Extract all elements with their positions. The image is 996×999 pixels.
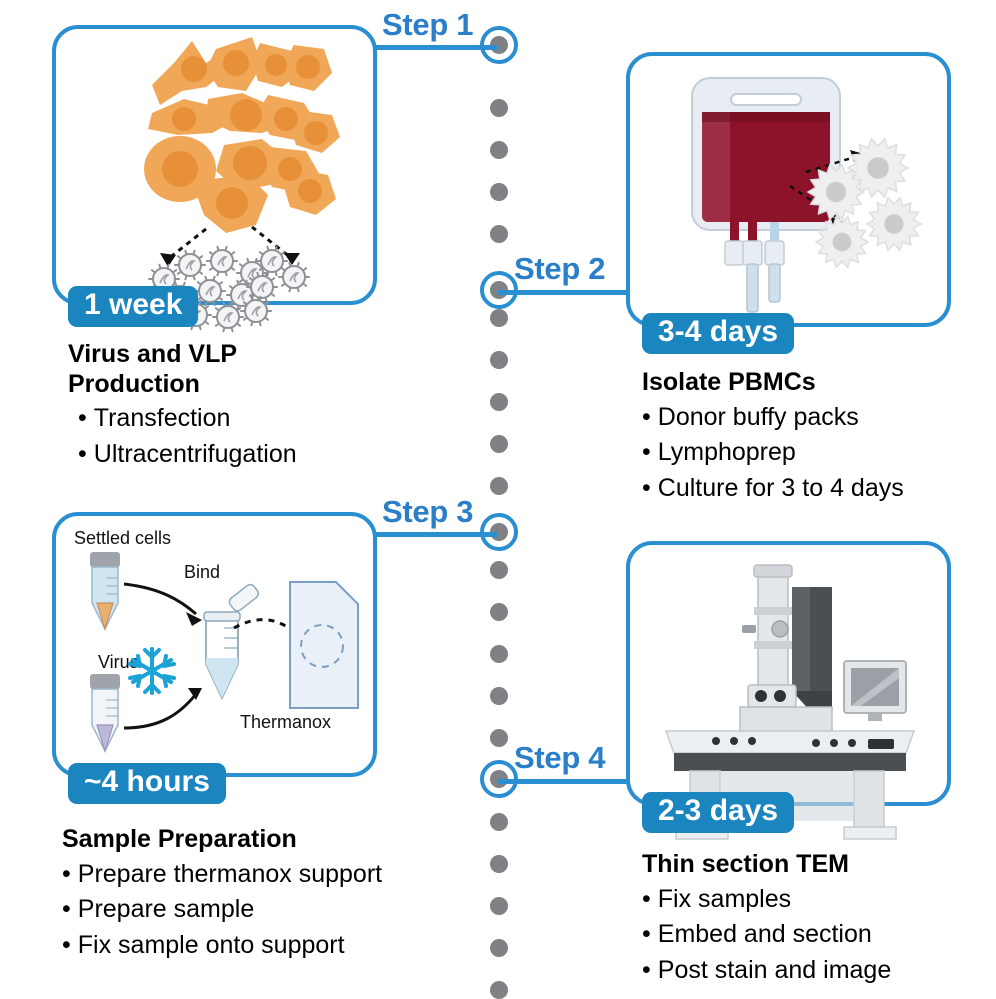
caption-bullets-1: Transfection Ultracentrifugation (78, 401, 468, 472)
badge-step-4: 2-3 days (642, 792, 795, 834)
caption-bullets-3: Prepare thermanox support Prepare sample… (62, 857, 492, 964)
badge-step-2: 3-4 days (642, 313, 795, 355)
thermanox-coupon (289, 581, 359, 709)
list-item: Fix samples (642, 882, 992, 918)
tube-virus (90, 674, 120, 754)
caption-bullets-4: Fix samples Embed and section Post stain… (642, 882, 992, 989)
caption-step-4: Thin section TEM Fix samples Embed and s… (642, 850, 992, 988)
list-item: Post stain and image (642, 953, 992, 989)
connector-step-3 (373, 532, 497, 537)
label-thermanox: Thermanox (240, 712, 331, 732)
tube-center (203, 583, 260, 701)
timeline-dot (490, 813, 508, 831)
timeline-dot (490, 939, 508, 957)
virus-particle (206, 245, 238, 277)
connector-step-4 (498, 779, 629, 784)
list-item: Prepare thermanox support (62, 857, 492, 893)
timeline-dot (490, 897, 508, 915)
timeline-dot (490, 855, 508, 873)
list-item: Embed and section (642, 917, 992, 953)
timeline-dot (490, 393, 508, 411)
list-item: Donor buffy packs (642, 400, 992, 436)
timeline-dot (490, 477, 508, 495)
badge-step-3: ~4 hours (68, 763, 226, 805)
connector-step-2 (498, 290, 629, 295)
timeline-dot (490, 99, 508, 117)
caption-title-1: Virus and VLP Production (68, 340, 238, 398)
pbmc-cell (814, 215, 870, 269)
badge-step-1: 1 week (68, 286, 199, 328)
virus-particle (246, 271, 278, 303)
caption-title-3: Sample Preparation (62, 825, 297, 853)
pbmc-cell (806, 163, 866, 221)
connector-step-1 (373, 45, 497, 50)
virus-particle (278, 261, 310, 293)
caption-step-1: Virus and VLP Production Transfection Ul… (68, 340, 468, 472)
transmission-electron-microscope-illustration (664, 564, 916, 840)
timeline-dot (490, 729, 508, 747)
timeline-dot (490, 981, 508, 999)
panel-step-4 (626, 541, 951, 840)
caption-title-4: Thin section TEM (642, 850, 849, 878)
timeline-dot (490, 435, 508, 453)
list-item: Prepare sample (62, 892, 492, 928)
cells-producing-virus-illustration (144, 37, 340, 333)
label-settled-cells: Settled cells (74, 528, 171, 548)
step-label-1: Step 1 (382, 7, 474, 42)
tubes-binding-to-thermanox-illustration: Settled cells Bind Virus Thermanox (74, 528, 359, 754)
timeline (480, 0, 518, 999)
snowflake-icon (128, 647, 176, 695)
panel-step-2 (626, 52, 951, 327)
panel-step-1 (52, 25, 377, 333)
blood-bag-with-pbmcs-illustration (691, 77, 923, 313)
timeline-dot (490, 645, 508, 663)
pbmc-cell (865, 196, 923, 252)
virus-particle (174, 249, 206, 281)
step-label-4: Step 4 (514, 740, 606, 775)
caption-bullets-2: Donor buffy packs Lymphoprep Culture for… (642, 400, 992, 507)
caption-step-3: Sample Preparation Prepare thermanox sup… (62, 825, 492, 963)
list-item: Culture for 3 to 4 days (642, 471, 992, 507)
virus-particle (226, 279, 258, 311)
timeline-dot (490, 225, 508, 243)
caption-step-2: Isolate PBMCs Donor buffy packs Lymphopr… (642, 368, 992, 506)
timeline-dot (490, 309, 508, 327)
timeline-dot (490, 141, 508, 159)
timeline-dot (490, 351, 508, 369)
timeline-dot (490, 603, 508, 621)
caption-title-2: Isolate PBMCs (642, 368, 816, 396)
list-item: Lymphoprep (642, 435, 992, 471)
virus-particle (194, 275, 226, 307)
list-item: Transfection (78, 401, 468, 437)
virus-particle (240, 295, 272, 327)
label-virus: Virus (98, 652, 139, 672)
step-label-2: Step 2 (514, 251, 606, 286)
virus-particle (212, 301, 244, 333)
timeline-dot (490, 561, 508, 579)
virus-particle (256, 245, 288, 277)
panel-step-3: Settled cells Bind Virus Thermanox (52, 512, 377, 777)
step-label-3: Step 3 (382, 494, 474, 529)
timeline-dot (490, 687, 508, 705)
label-bind: Bind (184, 562, 220, 582)
list-item: Ultracentrifugation (78, 437, 468, 473)
list-item: Fix sample onto support (62, 928, 492, 964)
tube-settled-cells (90, 552, 120, 632)
pbmc-cell (846, 137, 910, 199)
timeline-dot (490, 183, 508, 201)
